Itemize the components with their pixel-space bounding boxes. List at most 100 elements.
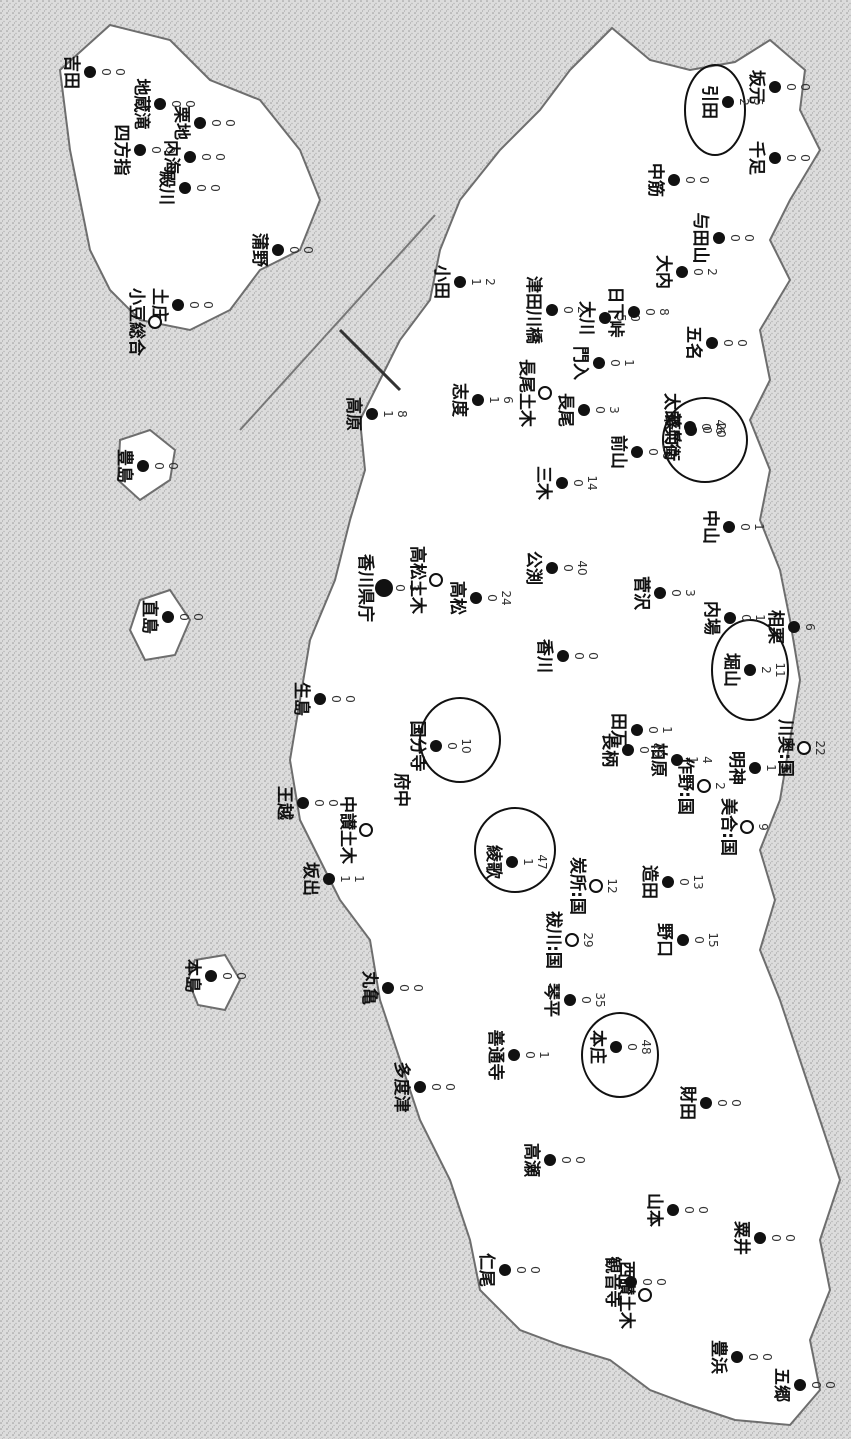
station-marker <box>323 873 335 885</box>
station-value: 0 <box>191 613 205 621</box>
station-name: 山本 <box>644 1193 665 1227</box>
station-marker <box>366 408 378 420</box>
station-value: 9 <box>778 764 792 772</box>
station-fudou-doboku: 長尾土木 <box>516 359 552 428</box>
station-value: 0 <box>326 799 340 807</box>
station-shodoshima-sogo: 小豆総合 <box>126 288 162 357</box>
station-marker <box>769 152 781 164</box>
station-name: 地蔵滝 <box>131 79 152 130</box>
station-value: 1 <box>352 875 366 883</box>
station-value: 35 <box>593 992 607 1007</box>
station-value: 0 <box>783 1234 797 1242</box>
station-seisan-doboku: 西讃土木 <box>616 1261 652 1330</box>
station-name: 直島 <box>139 600 160 634</box>
station-name: 与田山 <box>690 213 710 264</box>
station-name: 多度津 <box>391 1062 412 1113</box>
station-marker <box>134 144 146 156</box>
station-marker <box>470 592 482 604</box>
station-value: 0 <box>443 1083 457 1091</box>
station-marker <box>667 1204 679 1216</box>
station-value: 0 <box>625 1043 639 1051</box>
station-value: 1 <box>338 875 352 883</box>
station-value: 0 <box>593 406 607 414</box>
station-value: 1 <box>381 410 395 418</box>
station-value: 5 <box>614 314 628 322</box>
station-marker <box>723 521 735 533</box>
station-name: 長尾土木 <box>516 359 537 428</box>
station-marker <box>137 460 149 472</box>
station-value: 1 <box>469 278 483 286</box>
station-value: 2 <box>575 306 589 314</box>
station-value: 1 <box>537 1051 551 1059</box>
station-name: 中筋 <box>645 163 666 197</box>
station-name: 高原 <box>343 397 364 431</box>
station-value: 48 <box>639 1039 653 1054</box>
station-value: 0 <box>213 153 227 161</box>
station-name: 大川 <box>576 301 597 335</box>
station-value: 0 <box>823 1381 837 1389</box>
station-value: 0 <box>691 268 705 276</box>
station-value: 26 <box>660 444 674 459</box>
station-name: 本庄 <box>587 1030 608 1064</box>
station-marker <box>430 740 442 752</box>
station-name: 五郷 <box>771 1368 792 1402</box>
station-name: 引田 <box>699 85 719 119</box>
station-value: 3 <box>407 584 421 592</box>
station-value: 0 <box>223 119 237 127</box>
station-value: 14 <box>585 475 599 490</box>
station-value: 46 <box>713 419 727 434</box>
station-value: 22 <box>813 740 827 755</box>
station-value: 10 <box>459 738 473 753</box>
station-value: 0 <box>643 308 657 316</box>
station-value: 2 <box>705 268 719 276</box>
station-value: 1 <box>622 359 636 367</box>
station-marker-open <box>538 386 552 400</box>
station-marker-open <box>359 823 373 837</box>
station-value: 0 <box>149 146 163 154</box>
station-value: 1 <box>521 858 535 866</box>
station-name: 坂出 <box>300 862 321 896</box>
station-name: 小田 <box>431 265 451 299</box>
station-marker <box>731 1351 743 1363</box>
station-marker <box>749 762 761 774</box>
station-value: 0 <box>784 154 798 162</box>
station-marker <box>414 1081 426 1093</box>
station-name: 四方指 <box>111 125 132 176</box>
station-value: 0 <box>769 1234 783 1242</box>
station-value: 0 <box>166 462 180 470</box>
station-name: 財田 <box>677 1085 698 1120</box>
station-value: 0 <box>445 742 459 750</box>
station-marker-open <box>565 933 579 947</box>
station-marker <box>599 312 611 324</box>
station-value: 29 <box>581 932 595 947</box>
station-value: 8 <box>395 410 409 418</box>
station-marker <box>557 650 569 662</box>
station-name: 祓川:国 <box>543 911 564 969</box>
station-value: 6 <box>803 623 817 631</box>
station-name: 田万 <box>608 713 628 747</box>
station-name: 津田川橋 <box>523 276 544 345</box>
station-marker <box>154 98 166 110</box>
station-marker-open <box>148 315 162 329</box>
